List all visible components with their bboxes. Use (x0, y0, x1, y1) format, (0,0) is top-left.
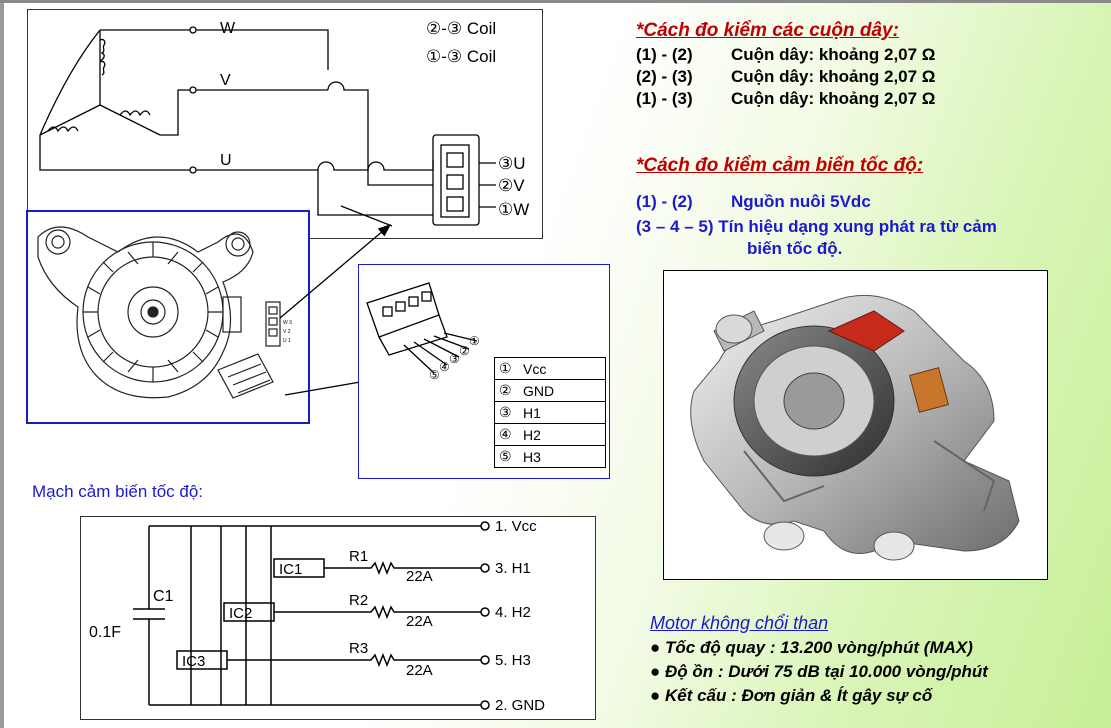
diag-pin-2: ② (459, 344, 470, 358)
r1-value: 22A (406, 568, 433, 585)
small-label-v2: V 2 (283, 329, 291, 335)
output-h3: 5. H3 (495, 652, 531, 669)
speed-check-row1: (1) - (2) Nguồn nuôi 5Vdc (636, 191, 997, 213)
pin-name: H3 (519, 445, 606, 468)
motor-info-title: Motor không chổi than (650, 613, 829, 633)
pin-name: GND (519, 379, 606, 402)
sensor-circuit-caption: Mạch cảm biến tốc độ: (32, 482, 204, 501)
phase-label-v: V (220, 72, 231, 89)
terminal-w: ①W (498, 200, 529, 219)
r3-label: R3 (349, 640, 368, 657)
output-h1: 3. H1 (495, 560, 531, 577)
diag-pin-3: ③ (449, 352, 460, 366)
terminal-v: ②V (498, 176, 525, 195)
motor-photo-svg (690, 294, 1020, 561)
row-desc: Cuộn dây: khoảng 2,07 Ω (731, 67, 936, 86)
pin-num: ③ (494, 401, 519, 424)
feature-item: ● Kết cấu : Đơn giản & Ít gây sự cố (650, 686, 933, 705)
coil-check-row: (1) - (3) Cuộn dây: khoảng 2,07 Ω (636, 88, 935, 110)
r2-label: R2 (349, 592, 368, 609)
pin-num: ① (494, 357, 519, 380)
coil-check-rows: (1) - (2) Cuộn dây: khoảng 2,07 Ω (2) - (… (636, 44, 935, 110)
pin-num: ② (494, 379, 519, 402)
row-pins: (1) - (2) (636, 45, 693, 64)
ic1-label: IC1 (279, 561, 302, 578)
output-gnd: 2. GND (495, 697, 545, 714)
ic3-label: IC3 (182, 653, 205, 670)
speed-check-row2-line2: biến tốc độ. (747, 239, 843, 258)
small-label-u1: U 1 (283, 338, 291, 344)
row-desc: Cuộn dây: khoảng 2,07 Ω (731, 45, 936, 64)
speed-check-title: *Cách đo kiểm cảm biến tốc độ: (636, 155, 924, 176)
output-vcc: 1. Vcc (495, 518, 537, 535)
diag-pin-5: ⑤ (429, 368, 440, 382)
diag-pin-1: ① (469, 334, 480, 348)
r3-value: 22A (406, 662, 433, 679)
small-label-w3: W 3 (283, 320, 292, 326)
coil-legend-1: ②-③ Coil (426, 19, 496, 38)
motor-drawing: W 3 V 2 U 1 (26, 210, 310, 424)
row-pins: (1) - (3) (636, 89, 693, 108)
motor-drawing-svg: W 3 V 2 U 1 (37, 226, 292, 399)
c1-value: 0.1F (89, 624, 121, 641)
motor-photo (663, 270, 1048, 580)
pin-num: ④ (494, 423, 519, 446)
coil-diagram: W V U ②-③ Coil ①-③ Coil ③U ②V ①W (27, 9, 543, 239)
arrow-to-coil-connector (279, 224, 391, 319)
feature-item: ● Độ ồn : Dưới 75 dB tại 10.000 vòng/phú… (650, 662, 988, 681)
diag-pin-4: ④ (439, 360, 450, 374)
sensor-circuit-svg: C1 0.1F IC1 IC2 IC3 R1 22A R2 22A R3 22A… (89, 518, 545, 714)
connector-detail-svg: ① ② ③ ④ ⑤ (366, 282, 480, 382)
coil-check-row: (1) - (2) Cuộn dây: khoảng 2,07 Ω (636, 44, 935, 66)
row1-desc: Nguồn nuôi 5Vdc (731, 192, 871, 211)
slide-left-edge (0, 0, 4, 728)
row-pins: (2) - (3) (636, 67, 693, 86)
phase-label-w: W (220, 20, 236, 37)
row1-pins: (1) - (2) (636, 192, 693, 211)
slide-top-edge (0, 0, 1111, 3)
speed-check-rows: (1) - (2) Nguồn nuôi 5Vdc (3 – 4 – 5) Tín… (636, 191, 997, 260)
sensor-circuit: C1 0.1F IC1 IC2 IC3 R1 22A R2 22A R3 22A… (80, 516, 596, 720)
pin-num: ⑤ (494, 445, 519, 468)
speed-check-row2-line1: (3 – 4 – 5) Tín hiệu dạng xung phát ra t… (636, 217, 997, 236)
pin-name: Vcc (519, 357, 606, 380)
r1-label: R1 (349, 548, 368, 565)
ic2-label: IC2 (229, 605, 252, 622)
phase-label-u: U (220, 152, 232, 169)
pin-name: H1 (519, 401, 606, 424)
r2-value: 22A (406, 613, 433, 630)
row-desc: Cuộn dây: khoảng 2,07 Ω (731, 89, 936, 108)
c1-label: C1 (153, 588, 174, 605)
output-h2: 4. H2 (495, 604, 531, 621)
feature-item: ● Tốc độ quay : 13.200 vòng/phút (MAX) (650, 638, 973, 657)
coil-check-row: (2) - (3) Cuộn dây: khoảng 2,07 Ω (636, 66, 935, 88)
motor-info-features: ● Tốc độ quay : 13.200 vòng/phút (MAX) ●… (650, 636, 988, 708)
coil-legend-2: ①-③ Coil (426, 47, 496, 66)
terminal-u: ③U (498, 154, 526, 173)
pin-name: H2 (519, 423, 606, 446)
coil-diagram-svg: W V U ②-③ Coil ①-③ Coil ③U ②V ①W (39, 19, 529, 227)
coil-check-title: *Cách đo kiểm các cuộn dây: (636, 20, 899, 41)
